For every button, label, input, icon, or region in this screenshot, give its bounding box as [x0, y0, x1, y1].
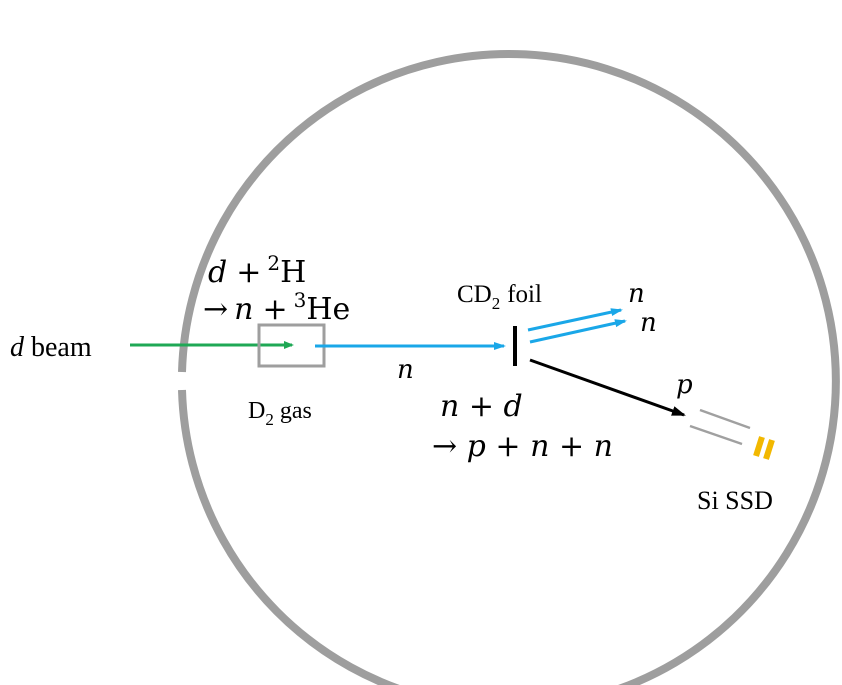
proton-arrow — [529, 358, 686, 417]
proton-label: p — [676, 370, 693, 400]
reaction1-line2: →n+3He — [203, 288, 350, 327]
neutron-label-out-2: n — [640, 308, 657, 338]
neutron-label-center: n — [397, 355, 414, 385]
neutron-label-out-1: n — [628, 279, 645, 309]
reaction2-line1: n + d — [440, 389, 523, 424]
si-ssd-label: Si SSD — [697, 486, 773, 515]
chamber-circle — [178, 50, 840, 685]
reaction1-line1: d+2H — [208, 251, 306, 290]
reaction2-line2: → p + n + n — [432, 429, 613, 464]
si-ssd-detector-2 — [763, 439, 775, 460]
scattered-neutron-arrow-2 — [529, 319, 627, 344]
si-ssd-detector-1 — [753, 436, 765, 457]
collimator-line-1 — [699, 408, 751, 430]
scattered-neutron-arrow-1 — [527, 308, 623, 332]
collimator-line-2 — [689, 424, 743, 446]
